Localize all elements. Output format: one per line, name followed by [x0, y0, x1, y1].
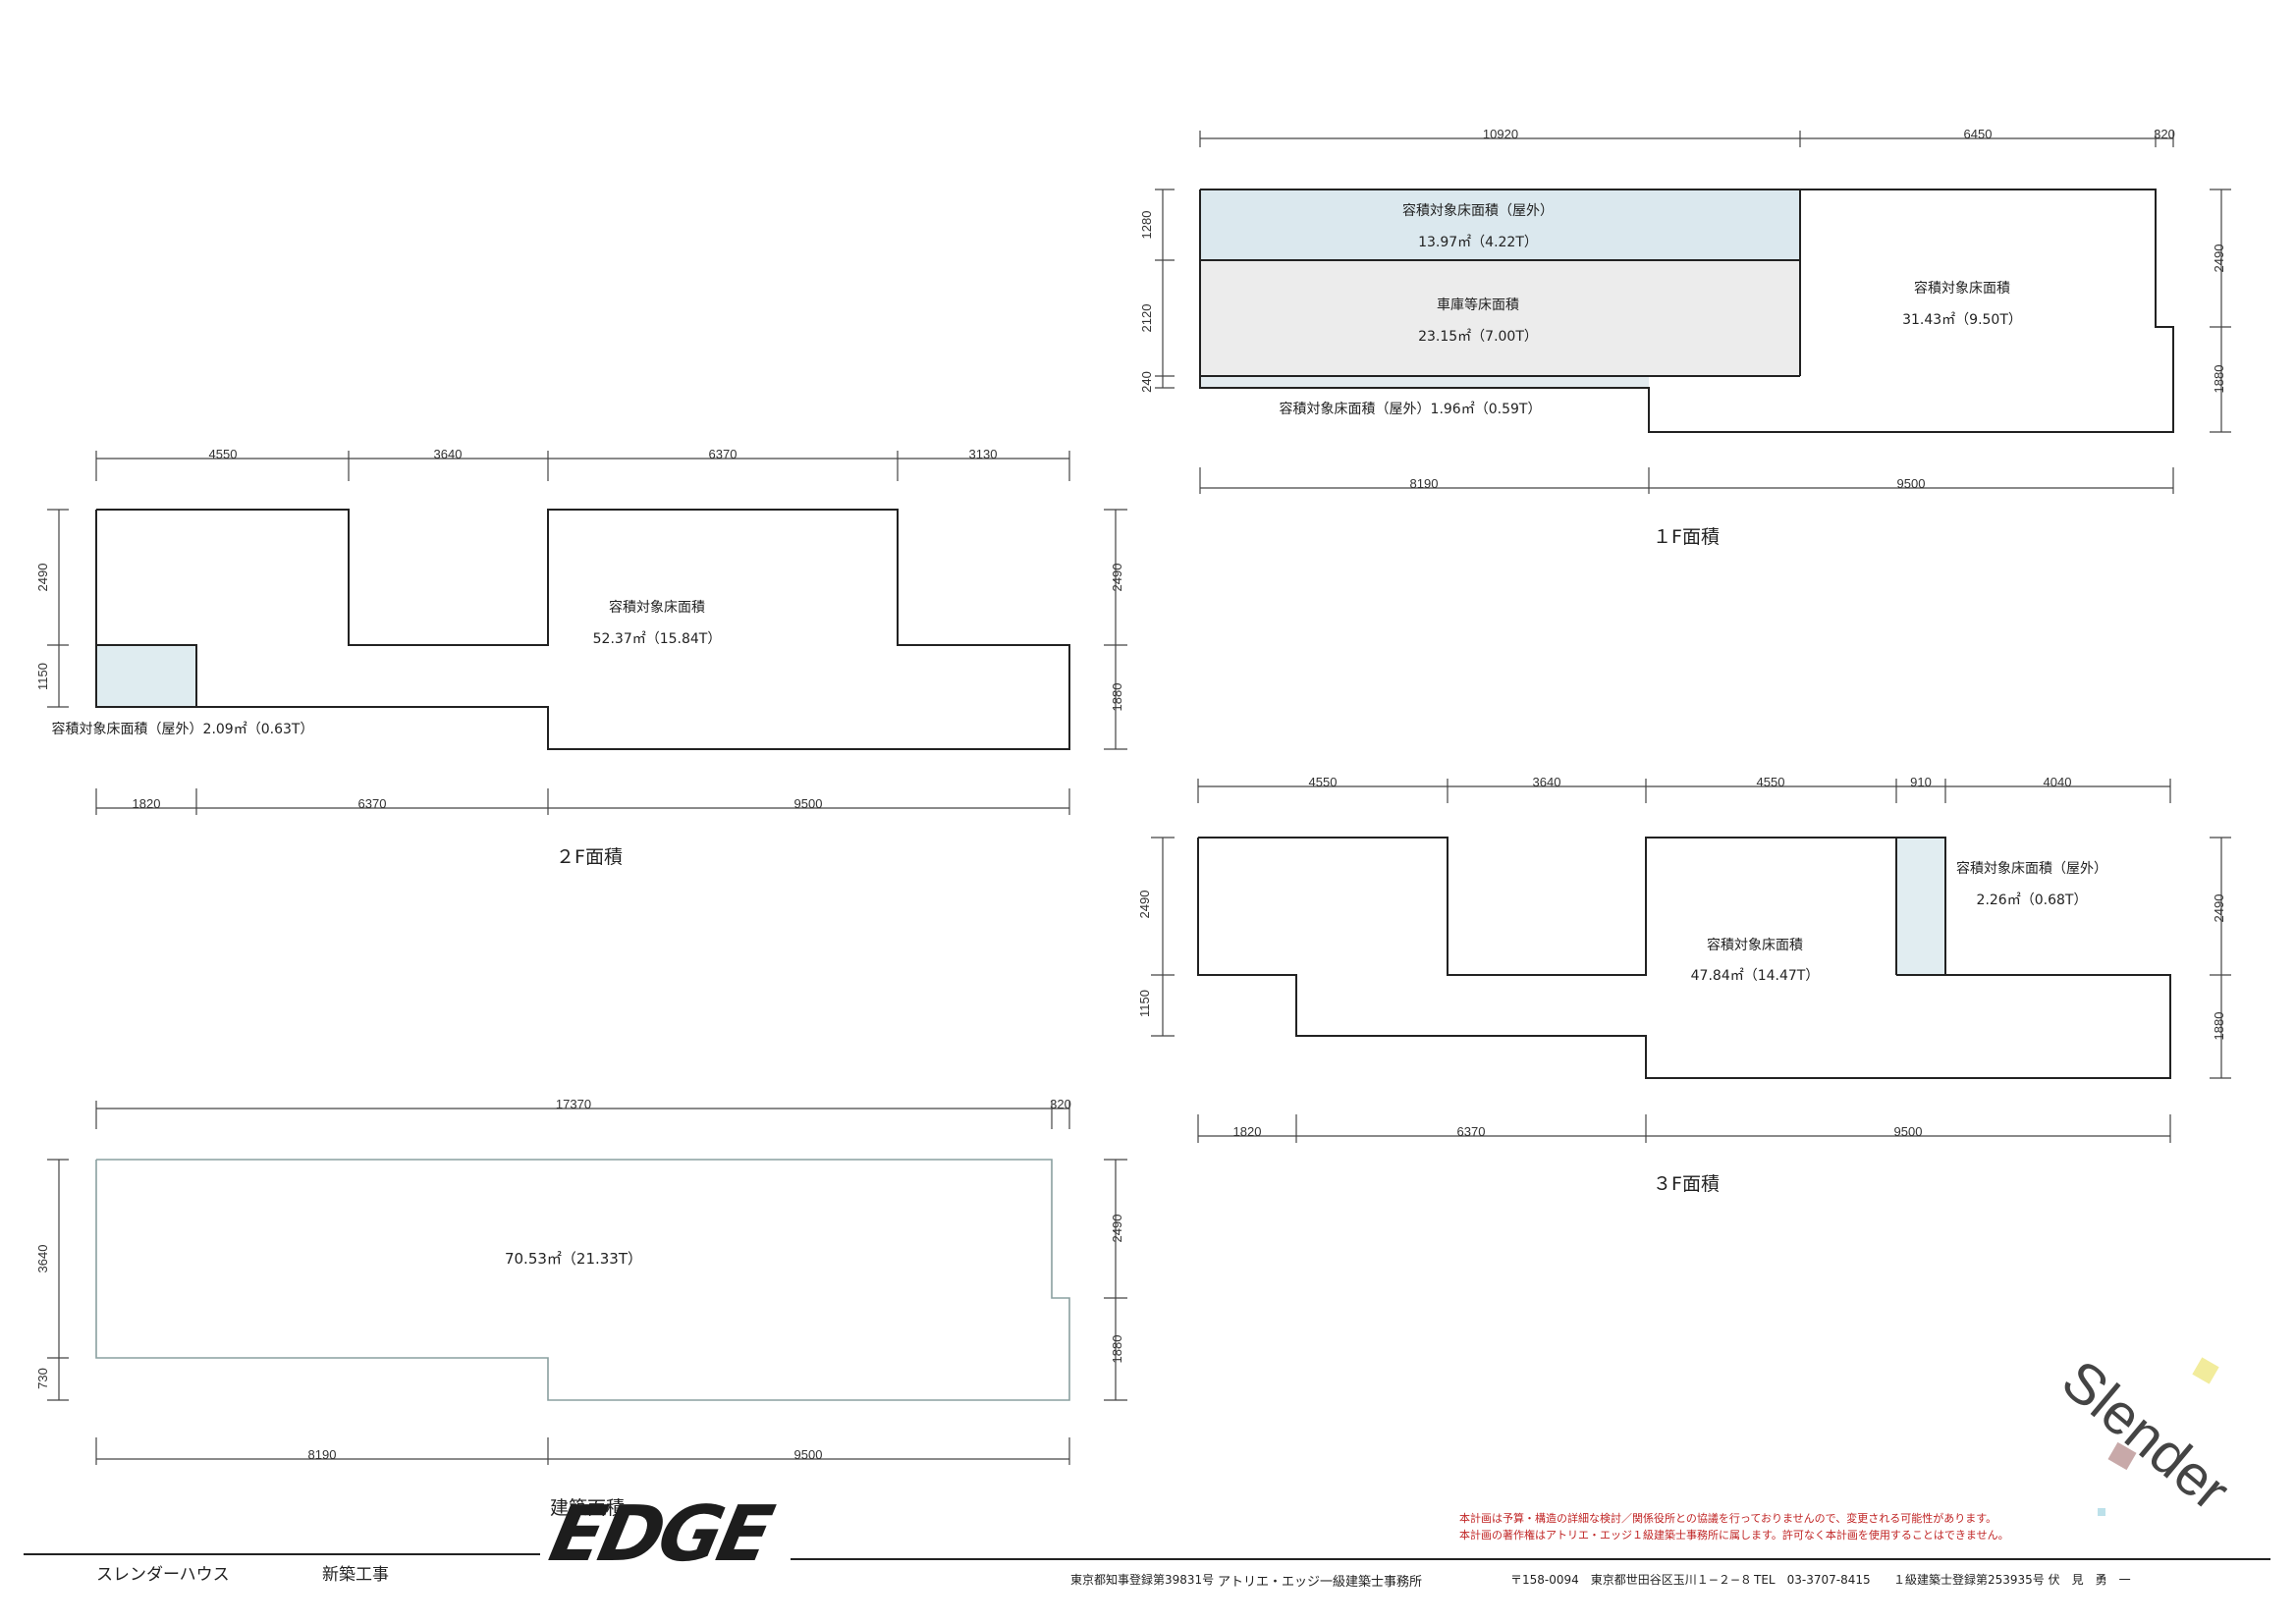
floor3-top-dim-3: 4550 [1757, 775, 1785, 789]
building-right-dim-1: 2490 [1110, 1215, 1124, 1243]
floor1-left-dim-2: 2120 [1139, 304, 1154, 333]
floor1-garage-value: 23.15㎡（7.00T） [1418, 329, 1538, 345]
building-plan: 17370 320 8190 9500 3640 730 2490 1880 7… [35, 1097, 1127, 1465]
floor3-outline [1197, 837, 2171, 1079]
floor3-outdoor-value: 2.26㎡（0.68T） [1977, 893, 2088, 908]
edge-logo: EDGE [542, 1490, 777, 1579]
floor1-main-label: 容積対象床面積 [1914, 280, 2010, 297]
floor1-outdoor-top-value: 13.97㎡（4.22T） [1418, 235, 1538, 250]
floor2-main-label: 容積対象床面積 [609, 599, 705, 616]
floor2-bottom-dim-2: 6370 [358, 796, 387, 811]
floor1-right-dim-2: 1880 [2212, 365, 2226, 394]
floor3-plan: 4550 3640 4550 910 4040 1820 6370 9500 2… [1137, 775, 2231, 1195]
floor3-right-dim-1: 2490 [2212, 894, 2226, 923]
floor2-right-dim-1: 2490 [1110, 564, 1124, 592]
building-caption: 建築面積 [550, 1497, 626, 1519]
floor3-left-dim-1: 2490 [1137, 891, 1152, 919]
work-type: 新築工事 [322, 1565, 389, 1585]
floor1-outdoor-bottom: 容積対象床面積（屋外）1.96㎡（0.59T） [1280, 401, 1542, 417]
building-area-value: 70.53㎡（21.33T） [505, 1250, 642, 1268]
building-outline [95, 1159, 1070, 1401]
floor1-garage-area [1200, 260, 1800, 376]
floor2-top-dim-2: 3640 [434, 447, 463, 461]
floor3-caption: ３F面積 [1653, 1173, 1720, 1195]
project-name: スレンダーハウス [96, 1565, 230, 1585]
slender-accent-pink [2107, 1441, 2137, 1471]
floor1-plan: 10920 6450 320 8190 9500 1280 2120 240 2… [1139, 127, 2231, 548]
floor2-outline [95, 509, 1070, 750]
building-bottom-dim-1: 8190 [308, 1447, 337, 1462]
building-right-dim-2: 1880 [1110, 1335, 1124, 1364]
building-top-dim-2: 320 [1050, 1097, 1071, 1111]
floor3-top-dim-4: 910 [1910, 775, 1932, 789]
floor3-top-dim-5: 4040 [2044, 775, 2072, 789]
floor1-bottom-dim-2: 9500 [1897, 476, 1926, 491]
floor1-bottom-dim-1: 8190 [1410, 476, 1439, 491]
floor2-outdoor: 容積対象床面積（屋外）2.09㎡（0.63T） [52, 721, 314, 737]
floor2-top-dim-1: 4550 [209, 447, 238, 461]
floor1-right-dim-1: 2490 [2212, 244, 2226, 273]
floor3-main-value: 47.84㎡（14.47T） [1691, 968, 1820, 984]
floor2-outdoor-area [96, 645, 196, 707]
floor1-left-dim-3: 240 [1139, 371, 1154, 393]
note-line-1: 本計画は予算・構造の詳細な検討／関係役所との協議を行っておりませんので、変更され… [1459, 1512, 1997, 1525]
slender-accent-yellow [2192, 1357, 2219, 1384]
floor2-main-value: 52.37㎡（15.84T） [593, 631, 722, 647]
floor1-top-dim-3: 320 [2154, 127, 2175, 141]
floor3-outdoor-label: 容積対象床面積（屋外） [1956, 860, 2107, 877]
architect: １級建築士登録第253935号 伏 見 勇 一 [1893, 1573, 2131, 1587]
floor1-outdoor-bottom-area [1200, 376, 1649, 388]
floor2-left-dim-2: 1150 [35, 663, 50, 690]
building-bottom-dim-2: 9500 [794, 1447, 823, 1462]
floor1-outdoor-top-label: 容積対象床面積（屋外） [1402, 202, 1554, 219]
floor2-left-dim-1: 2490 [35, 564, 50, 592]
registration: 東京都知事登録第39831号 [1070, 1573, 1215, 1587]
floor2-bottom-dim-3: 9500 [794, 796, 823, 811]
floor3-outdoor-area [1896, 838, 1945, 975]
floor1-top-dim-1: 10920 [1483, 127, 1518, 141]
floor2-top-dim-4: 3130 [969, 447, 998, 461]
floor1-garage-label: 車庫等床面積 [1437, 297, 1519, 313]
slender-accent-blue [2098, 1508, 2105, 1516]
building-top-dim-1: 17370 [556, 1097, 591, 1111]
office-address: 〒158-0094 東京都世田谷区玉川１−２−８ [1510, 1573, 1752, 1587]
floor2-top-dim-3: 6370 [709, 447, 738, 461]
floor3-left-dim-2: 1150 [1137, 990, 1152, 1017]
building-left-dim-2: 730 [35, 1368, 50, 1389]
floor2-bottom-dim-1: 1820 [133, 796, 161, 811]
floor3-right-dim-2: 1880 [2212, 1012, 2226, 1041]
floor1-left-dim-1: 1280 [1139, 211, 1154, 240]
office-tel: TEL 03-3707-8415 [1754, 1573, 1871, 1587]
floor3-main-label: 容積対象床面積 [1707, 937, 1803, 953]
floor2-plan: 4550 3640 6370 3130 1820 6370 9500 2490 … [35, 447, 1127, 868]
floor1-caption: １F面積 [1653, 526, 1720, 548]
floor1-outline [1199, 189, 2174, 433]
floor3-bottom-dim-2: 6370 [1457, 1124, 1486, 1139]
floor3-bottom-dim-3: 9500 [1894, 1124, 1923, 1139]
floor1-main-value: 31.43㎡（9.50T） [1902, 312, 2022, 328]
floor1-top-dim-2: 6450 [1964, 127, 1993, 141]
floor3-top-dim-1: 4550 [1309, 775, 1338, 789]
floor3-top-dim-2: 3640 [1533, 775, 1561, 789]
building-left-dim-1: 3640 [35, 1245, 50, 1273]
floor2-caption: ２F面積 [556, 846, 623, 868]
floor1-outdoor-top-area [1200, 189, 1800, 260]
floor2-right-dim-2: 1880 [1110, 683, 1124, 712]
note-line-2: 本計画の著作権はアトリエ・エッジ１級建築士事務所に属します。許可なく本計画を使用… [1459, 1529, 2009, 1542]
floor3-bottom-dim-1: 1820 [1233, 1124, 1262, 1139]
office-name: アトリエ・エッジ一級建築士事務所 [1218, 1575, 1423, 1590]
